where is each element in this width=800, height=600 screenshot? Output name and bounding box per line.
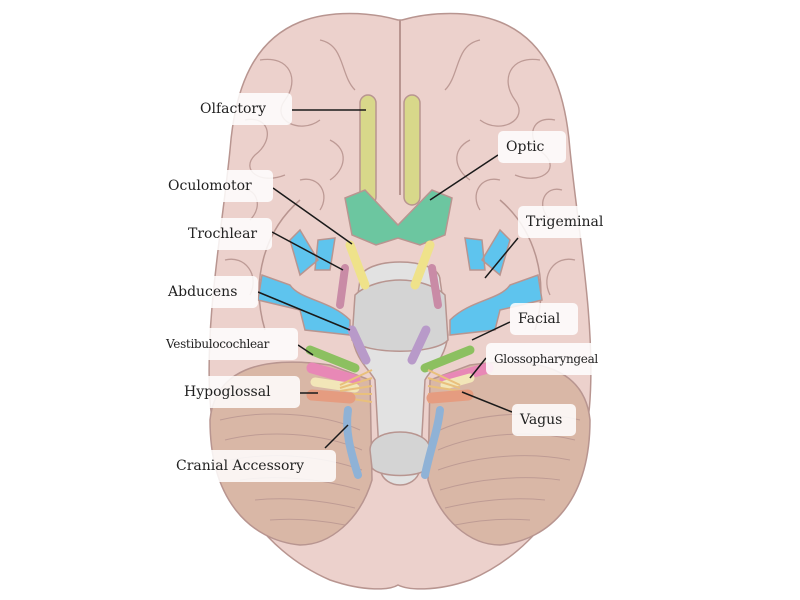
label-trigeminal: Trigeminal — [518, 206, 608, 238]
facial-nerve-right — [420, 345, 475, 373]
optic-chiasm — [344, 189, 453, 246]
trigeminal-nerve-left — [257, 228, 351, 336]
label-facial: Facial — [510, 303, 578, 335]
trochlear-nerve-right — [428, 264, 442, 309]
label-oculomotor: Oculomotor — [160, 170, 273, 202]
olfactory-nerve-right — [403, 94, 421, 206]
vagus-nerve-right — [426, 389, 474, 404]
label-optic: Optic — [498, 131, 566, 163]
leader-lines — [257, 109, 519, 449]
leader-abducens — [257, 291, 351, 331]
trochlear-nerve-left — [336, 264, 349, 309]
abducens-nerve-left — [347, 325, 371, 365]
label-hypoglossal: Hypoglossal — [176, 376, 300, 408]
label-vestibulocochlear: Vestibulocochlear — [158, 328, 298, 360]
accessory-nerve-right — [421, 406, 444, 479]
trigeminal-nerve-right — [449, 228, 543, 336]
glossopharyngeal-nerve-left — [310, 377, 360, 393]
vestibulocochlear-nerve-left — [306, 362, 361, 386]
vagus-nerve-left — [306, 389, 356, 404]
leader-vagus — [461, 391, 513, 413]
oculomotor-nerve-left — [345, 240, 370, 290]
leader-glossopharyngeal — [469, 357, 487, 379]
label-olfactory: Olfactory — [192, 93, 292, 125]
label-trochlear: Trochlear — [180, 218, 272, 250]
abducens-nerve-right — [407, 325, 431, 365]
leader-facial — [471, 321, 511, 341]
leader-cranial-accessory — [324, 424, 349, 449]
oculomotor-nerve-right — [410, 240, 435, 290]
leader-vestibulocochlear — [297, 344, 314, 356]
label-abducens: Abducens — [160, 276, 258, 308]
leader-trochlear — [271, 231, 344, 271]
accessory-nerve-left — [343, 406, 362, 479]
leader-oculomotor — [272, 187, 353, 245]
facial-nerve-left — [305, 345, 360, 373]
vestibulocochlear-nerve-right — [439, 362, 494, 386]
label-glossopharyngeal: Glossopharyngeal — [486, 343, 626, 375]
leader-trigeminal — [484, 237, 519, 279]
olfactory-nerve-left — [359, 94, 377, 206]
label-cranial-accessory: Cranial Accessory — [168, 450, 336, 482]
label-vagus: Vagus — [512, 404, 576, 436]
medulla-bottom — [369, 431, 431, 477]
temporal-lobe-left — [258, 199, 301, 331]
leader-optic — [429, 154, 499, 201]
